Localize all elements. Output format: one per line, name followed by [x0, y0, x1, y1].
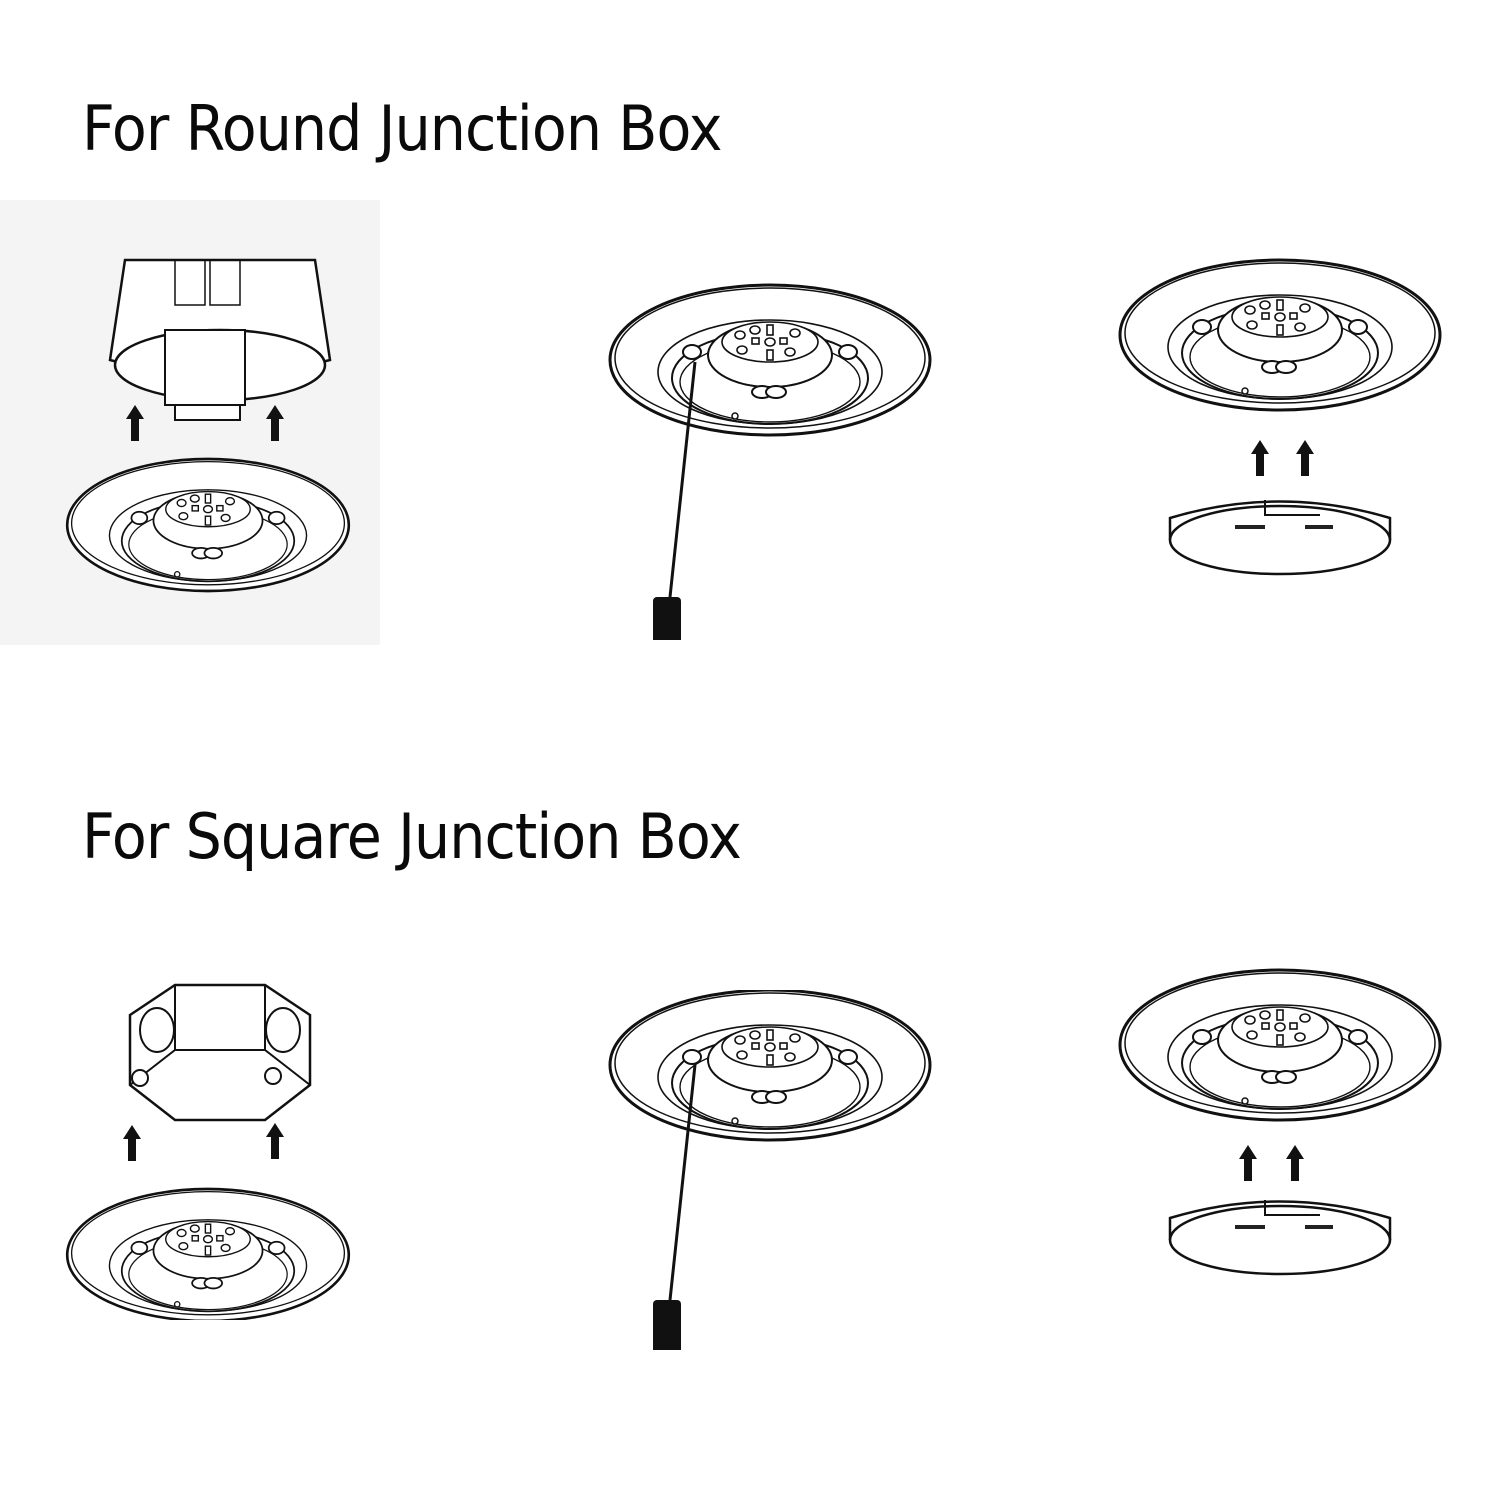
square-step-2 [590, 990, 950, 1350]
square-step-3 [1100, 965, 1480, 1295]
round-junction-box-icon [65, 258, 351, 593]
round-step-1 [60, 240, 380, 620]
screwdriver-icon [608, 283, 932, 640]
square-step-1 [60, 980, 380, 1320]
section-title-square: For Square Junction Box [82, 800, 742, 873]
light-cover-icon [1118, 258, 1442, 576]
round-step-2 [590, 280, 950, 640]
round-step-3 [1100, 255, 1480, 585]
screwdriver-icon [608, 990, 932, 1350]
light-cover-icon [1118, 968, 1442, 1276]
square-junction-box-icon [65, 983, 351, 1320]
section-title-round: For Round Junction Box [82, 92, 722, 165]
